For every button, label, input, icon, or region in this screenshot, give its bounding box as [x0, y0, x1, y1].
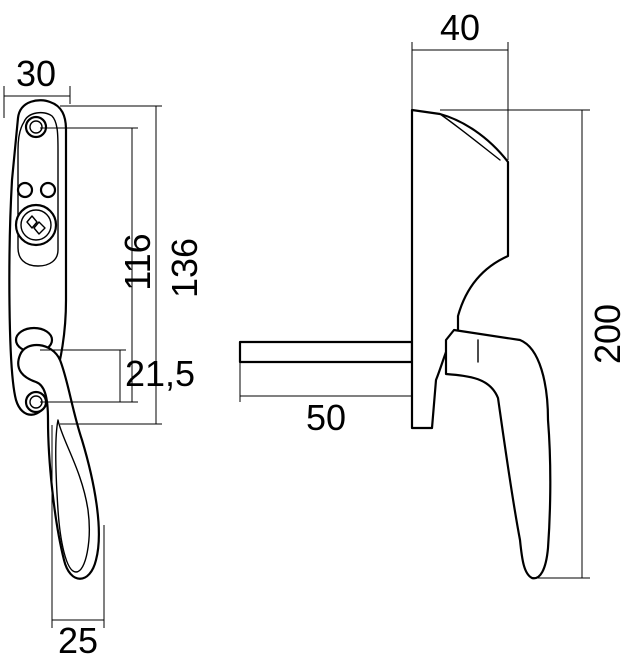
- front-lever: [17, 344, 100, 580]
- dim-30-label: 30: [16, 53, 56, 94]
- dim-136-label: 136: [164, 238, 205, 298]
- dim-40: 40: [411, 7, 509, 160]
- dim-136: 136: [60, 105, 205, 425]
- side-backplate-detail: [439, 113, 501, 161]
- lock-cylinder-icon: [14, 203, 58, 247]
- front-lever-inner: [54, 419, 90, 573]
- side-backplate: [410, 108, 510, 430]
- front-view: 30 116 136 21,5 25: [3, 53, 205, 661]
- dim-116-label: 116: [117, 233, 158, 290]
- dim-25: 25: [51, 425, 105, 661]
- dim-50: 50: [239, 362, 412, 438]
- dim-25-label: 25: [58, 620, 98, 661]
- cover-holes-icon: [16, 181, 57, 199]
- top-screw-icon: [24, 115, 48, 139]
- dim-21-5: 21,5: [40, 349, 195, 402]
- dim-40-label: 40: [440, 7, 480, 48]
- dim-200: 200: [440, 109, 628, 579]
- dim-21-5-label: 21,5: [125, 353, 195, 394]
- front-inner-plate: [17, 111, 59, 267]
- dim-116: 116: [40, 127, 158, 403]
- side-view: 40 50 200: [238, 7, 628, 580]
- dim-30: 30: [3, 53, 71, 118]
- dim-50-label: 50: [306, 397, 346, 438]
- dim-200-label: 200: [587, 304, 628, 364]
- side-lever: [444, 328, 552, 580]
- side-spindle: [238, 340, 414, 364]
